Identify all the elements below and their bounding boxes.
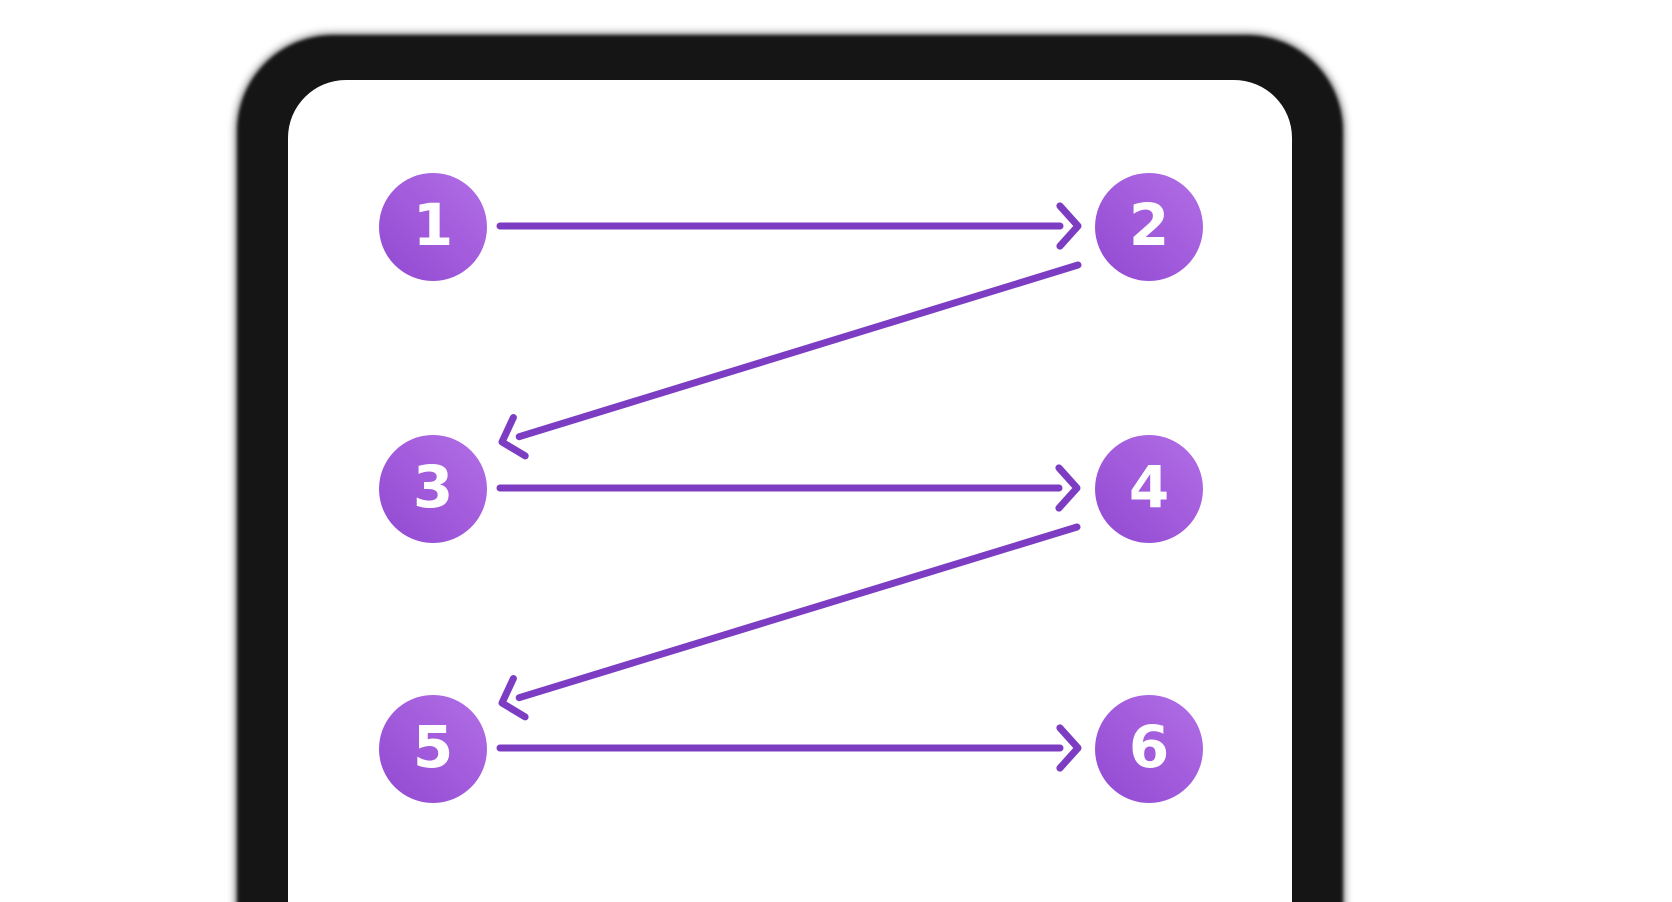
arrowhead-icon bbox=[1056, 724, 1082, 772]
step-node-2: 2 bbox=[1095, 173, 1203, 281]
arrowhead-icon bbox=[498, 675, 529, 721]
arrowhead-icon bbox=[498, 414, 529, 460]
step-number: 6 bbox=[1128, 713, 1170, 781]
step-node-3: 3 bbox=[379, 435, 487, 543]
arrow-1-2 bbox=[496, 202, 1082, 250]
step-node-5: 5 bbox=[379, 695, 487, 803]
arrowhead-icon bbox=[1056, 202, 1082, 250]
step-node-1: 1 bbox=[379, 173, 487, 281]
arrow-4-5 bbox=[498, 523, 1081, 721]
step-number: 2 bbox=[1128, 191, 1170, 259]
arrow-5-6 bbox=[496, 724, 1082, 772]
arrowhead-icon bbox=[1055, 464, 1081, 512]
step-node-6: 6 bbox=[1095, 695, 1203, 803]
arrow-layer bbox=[496, 202, 1082, 772]
arrow-3-4 bbox=[496, 464, 1081, 512]
step-node-4: 4 bbox=[1095, 435, 1203, 543]
arrow-shaft bbox=[515, 261, 1082, 441]
step-number: 4 bbox=[1128, 453, 1170, 521]
step-number: 1 bbox=[412, 191, 454, 259]
arrow-shaft bbox=[515, 523, 1081, 702]
step-number: 5 bbox=[412, 713, 454, 781]
arrow-2-3 bbox=[498, 261, 1082, 460]
step-number: 3 bbox=[412, 453, 454, 521]
